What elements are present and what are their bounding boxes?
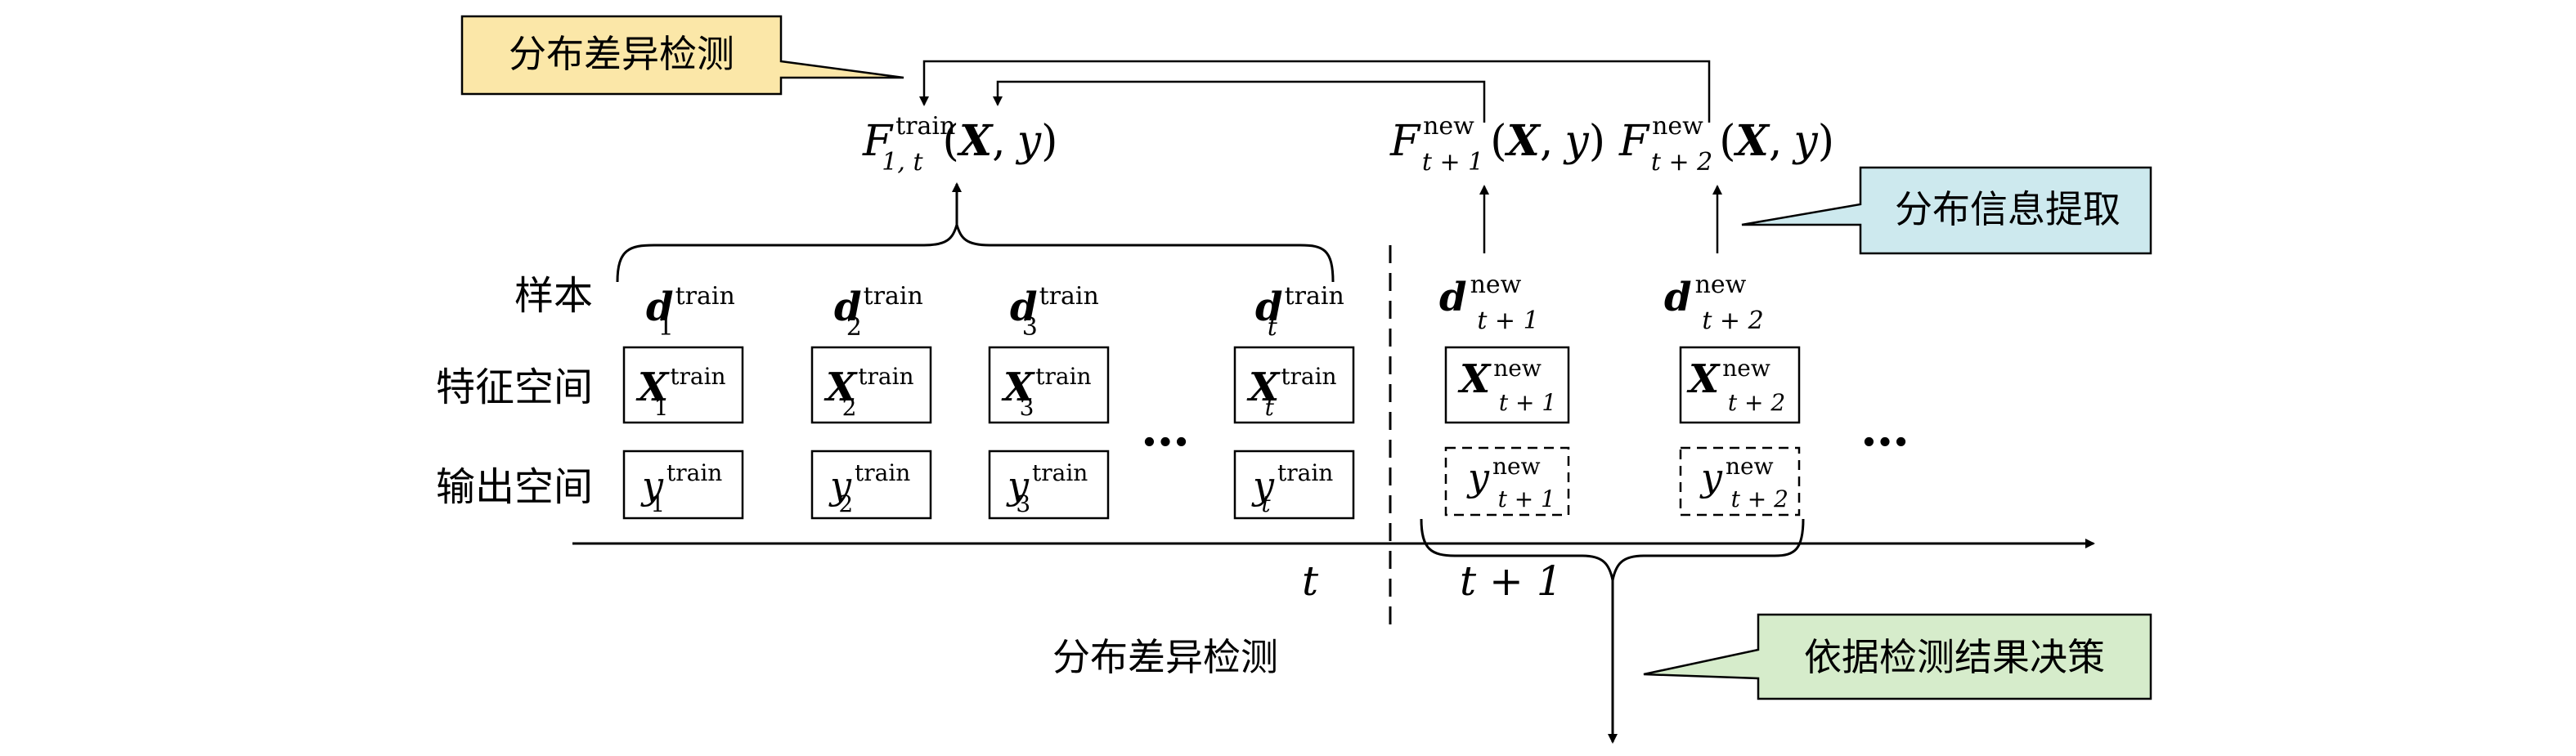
callout-detect-top-text: 分布差异检测 (509, 32, 734, 76)
ellipsis-train: … (1141, 400, 1190, 458)
feedback-arrow-inner (993, 80, 1486, 123)
new-brace (1420, 518, 1805, 744)
axis-label-t: t (1302, 557, 1319, 605)
row-label-output: 输出空间 (436, 464, 593, 510)
callout-extract-text: 分布信息提取 (1895, 187, 2120, 231)
ellipsis-new: … (1860, 400, 1910, 458)
new-arrows (1479, 185, 1722, 253)
train-brace (616, 182, 1335, 283)
feedback-arrows (919, 60, 1711, 123)
callout-decide-text: 依据检测结果决策 (1804, 635, 2105, 679)
row-label-sample: 样本 (514, 273, 593, 319)
bottom-label-detect: 分布差异检测 (1052, 635, 1278, 679)
callout-detect-top: 分布差异检测 (460, 15, 904, 96)
callout-decide: 依据检测结果决策 (1643, 613, 2152, 700)
axis-label-t1: t + 1 (1460, 557, 1563, 605)
callout-extract: 分布信息提取 (1741, 166, 2152, 255)
row-label-feature: 特征空间 (436, 365, 593, 410)
feedback-arrow-outer (919, 60, 1711, 123)
